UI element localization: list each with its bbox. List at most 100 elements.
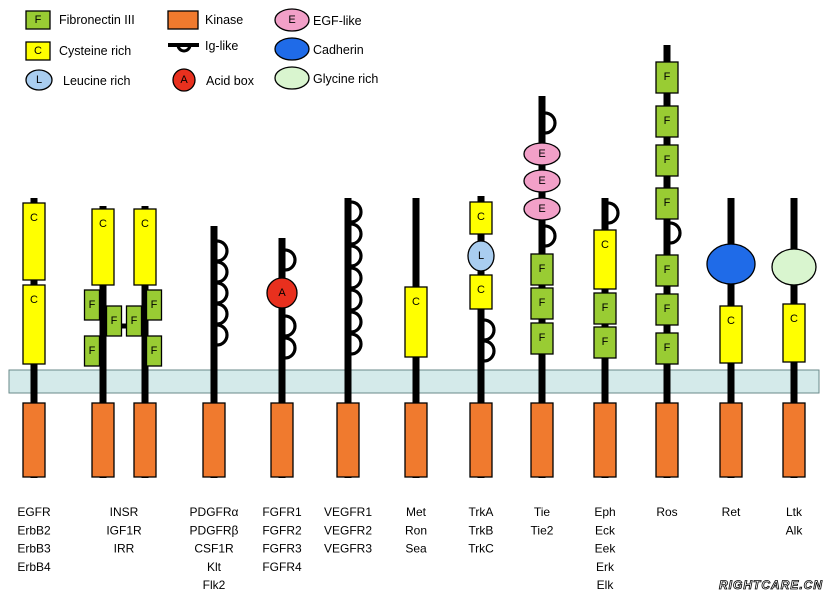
receptor-name: Met: [406, 505, 427, 519]
ig-loop: [284, 314, 297, 338]
fibronectin-domain: [593, 292, 617, 325]
receptor-name: IGF1R: [106, 523, 142, 537]
cysteine-domain: C: [404, 286, 428, 358]
fibronectin-domain: [83, 289, 101, 321]
fibronectin-domain: F: [83, 289, 101, 321]
receptor-name: Ros: [656, 505, 677, 519]
fibronectin-domain: [655, 61, 679, 94]
fibronectin-domain: F: [655, 61, 679, 94]
domain-letter: L: [478, 250, 484, 262]
fibronectin-domain: [655, 332, 679, 365]
domain-letter: F: [602, 336, 609, 348]
domain-letter: F: [151, 345, 158, 357]
receptor-name: FGFR4: [262, 560, 302, 574]
kinase-domain: [655, 402, 679, 478]
legend-item-ig: Ig-like: [168, 39, 238, 53]
ig-loop: [216, 281, 229, 305]
cysteine-domain: C: [719, 305, 743, 364]
ig-loop: [284, 248, 297, 272]
egf-domain: [523, 142, 561, 166]
fibronectin-domain: F: [530, 253, 554, 286]
ig-loop: [350, 244, 363, 268]
domain-letter: F: [151, 299, 158, 311]
swatch-letter: E: [288, 14, 295, 26]
kinase-domain: [719, 402, 743, 478]
fibronectin-domain: F: [530, 322, 554, 355]
fibronectin-domain: [530, 322, 554, 355]
ig-loop: [216, 302, 229, 326]
receptor-name: Alk: [786, 523, 804, 537]
domain-letter: C: [477, 211, 485, 223]
fibronectin-domain: F: [593, 292, 617, 325]
cysteine-domain: C: [22, 202, 46, 281]
legend-item-leucine: L Leucine rich: [25, 69, 130, 91]
fibronectin-domain: [655, 293, 679, 326]
cysteine-domain: [404, 286, 428, 358]
ig-swatch-loop: [176, 44, 192, 53]
fibronectin-domain: F: [125, 305, 143, 337]
fibronectin-domain: F: [655, 105, 679, 138]
fibronectin-domain: [83, 335, 101, 367]
receptor-name: Ron: [405, 523, 427, 537]
receptor-name: TrkA: [469, 505, 494, 519]
swatch-letter: A: [180, 74, 188, 86]
domain-letter: C: [99, 218, 107, 230]
domain-letter: F: [664, 154, 671, 166]
receptor-name: ErbB4: [17, 560, 51, 574]
domain-letter: C: [601, 239, 609, 251]
glycine-swatch: [274, 66, 310, 90]
swatch-letter: F: [35, 14, 42, 26]
fibronectin-domain: F: [655, 293, 679, 326]
receptor-name: TrkB: [469, 523, 494, 537]
cysteine-domain: [719, 305, 743, 364]
domain-letter: F: [131, 315, 138, 327]
receptor-name: EGFR: [17, 505, 51, 519]
receptor-name: Eck: [595, 523, 616, 537]
swatch-letter: L: [36, 74, 42, 86]
ig-loop: [544, 224, 557, 248]
receptor-name: Flk2: [203, 578, 226, 592]
kinase-domain: [404, 402, 428, 478]
kinase-domain: [336, 402, 360, 478]
egf-domain: [523, 169, 561, 193]
cysteine-domain: C: [133, 208, 157, 286]
legend-item-kinase: Kinase: [167, 10, 243, 30]
domain-letter: F: [602, 302, 609, 314]
ig-loop: [350, 310, 363, 334]
fibronectin-domain: [655, 144, 679, 177]
cysteine-domain: [469, 201, 493, 235]
domain-letter: A: [278, 287, 286, 299]
receptor-name: ErbB2: [17, 523, 51, 537]
domain-letter: F: [539, 263, 546, 275]
cysteine-domain: C: [469, 201, 493, 235]
cysteine-domain: C: [22, 284, 46, 365]
insr-chain-left: C: [91, 206, 115, 478]
legend-label: EGF-like: [313, 14, 362, 28]
swatch-letter: C: [34, 45, 42, 57]
cysteine-domain: C: [782, 303, 806, 363]
legend-label: Leucine rich: [63, 74, 130, 88]
receptor-name: TrkC: [468, 542, 494, 556]
legend-label: Cadherin: [313, 43, 364, 57]
cysteine-domain: C: [91, 208, 115, 286]
fibronectin-domain: F: [83, 335, 101, 367]
receptor-name: Sea: [405, 542, 427, 556]
glycine-domain: [771, 248, 817, 286]
receptor-name: PDGFRβ: [190, 523, 239, 537]
receptor-name: Tie: [534, 505, 551, 519]
receptor-name: IRR: [114, 542, 135, 556]
domain-letter: E: [538, 175, 545, 187]
domain-letter: C: [141, 218, 149, 230]
